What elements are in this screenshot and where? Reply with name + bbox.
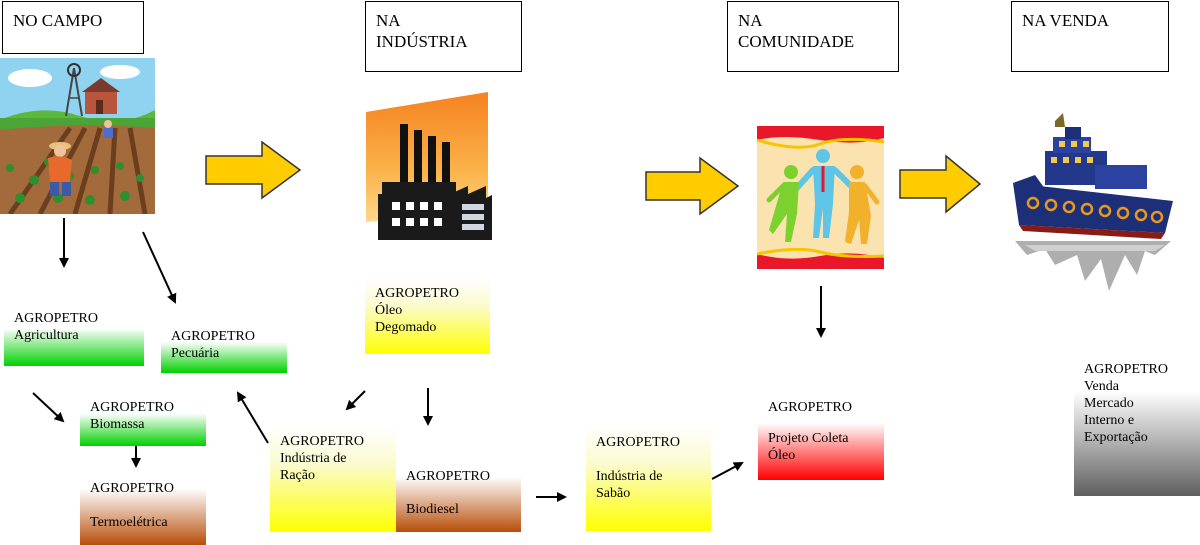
box-termoeletrica: AGROPETRO Termoelétrica	[80, 470, 206, 545]
box-oleo-degomado: AGROPETRO Óleo Degomado	[365, 278, 490, 354]
box-agricultura: AGROPETRO Agricultura	[4, 308, 144, 366]
arrow-oleo-racao	[345, 390, 366, 411]
arrow-agricultura-biomassa	[32, 392, 65, 423]
box-oleo-line2: Óleo	[375, 303, 403, 318]
box-coleta-line2: Projeto Coleta	[768, 431, 849, 446]
box-agricultura-line1: AGROPETRO	[14, 311, 99, 326]
box-projeto-coleta: AGROPETRO Projeto Coleta Óleo	[758, 392, 884, 480]
header-na-industria: NA INDÚSTRIA	[365, 1, 522, 72]
flow-arrow-comunidade-venda	[899, 154, 982, 214]
box-venda-line3: Mercado	[1084, 396, 1134, 411]
factory-icon	[366, 92, 492, 240]
box-pecuaria: AGROPETRO Pecuária	[161, 325, 287, 373]
box-pecuaria-line1: AGROPETRO	[171, 329, 256, 344]
box-biomassa-line2: Biomassa	[90, 417, 145, 432]
box-venda-mercado: AGROPETRO Venda Mercado Interno e Export…	[1074, 356, 1200, 496]
header-na-comunidade: NA COMUNIDADE	[727, 1, 899, 72]
box-venda-line1: AGROPETRO	[1084, 362, 1169, 377]
box-venda-line4: Interno e	[1084, 413, 1135, 428]
box-coleta-line3: Óleo	[768, 448, 796, 463]
box-sabao-line1: AGROPETRO	[596, 435, 681, 450]
box-termoeletrica-line1: AGROPETRO	[90, 481, 175, 496]
header-na-comunidade-line1: NA	[738, 11, 763, 30]
flow-arrow-industria-comunidade	[645, 156, 740, 216]
header-na-industria-line1: NA	[376, 11, 401, 30]
box-pecuaria-line2: Pecuária	[171, 346, 220, 361]
header-na-comunidade-line2: COMUNIDADE	[738, 32, 855, 51]
box-venda-line2: Venda	[1084, 379, 1119, 394]
header-na-venda-label: NA VENDA	[1022, 11, 1110, 30]
box-coleta-line1: AGROPETRO	[768, 400, 853, 415]
box-industria-sabao: AGROPETRO Indústria de Sabão	[586, 426, 711, 531]
box-biodiesel-line1: AGROPETRO	[406, 469, 491, 484]
flow-arrow-campo-industria	[205, 140, 302, 200]
box-racao-line2: Indústria de	[280, 451, 347, 466]
box-biodiesel-line2: Biodiesel	[406, 502, 459, 517]
arrow-racao-pecuaria	[236, 391, 269, 444]
box-venda-line5: Exportação	[1084, 430, 1148, 445]
box-industria-racao: AGROPETRO Indústria de Ração	[270, 427, 396, 532]
box-sabao-line2: Indústria de	[596, 469, 663, 484]
box-biomassa-line1: AGROPETRO	[90, 400, 175, 415]
box-biodiesel: AGROPETRO Biodiesel	[396, 458, 521, 532]
box-racao-line3: Ração	[280, 468, 315, 483]
box-racao-line1: AGROPETRO	[280, 434, 365, 449]
box-agricultura-line2: Agricultura	[14, 328, 79, 343]
community-people-icon	[757, 126, 884, 269]
header-na-venda: NA VENDA	[1011, 1, 1169, 72]
farm-field-icon	[0, 58, 155, 214]
arrow-campo-pecuaria	[142, 231, 177, 304]
box-biomassa: AGROPETRO Biomassa	[80, 396, 206, 446]
header-no-campo-label: NO CAMPO	[13, 11, 103, 30]
cargo-ship-icon	[1013, 113, 1173, 291]
header-na-industria-line2: INDÚSTRIA	[376, 32, 468, 51]
box-sabao-line3: Sabão	[596, 486, 631, 501]
arrow-sabao-coleta	[711, 462, 744, 480]
box-termoeletrica-line2: Termoelétrica	[90, 515, 168, 530]
header-no-campo: NO CAMPO	[2, 1, 144, 54]
box-oleo-line1: AGROPETRO	[375, 286, 460, 301]
box-oleo-line3: Degomado	[375, 320, 437, 335]
